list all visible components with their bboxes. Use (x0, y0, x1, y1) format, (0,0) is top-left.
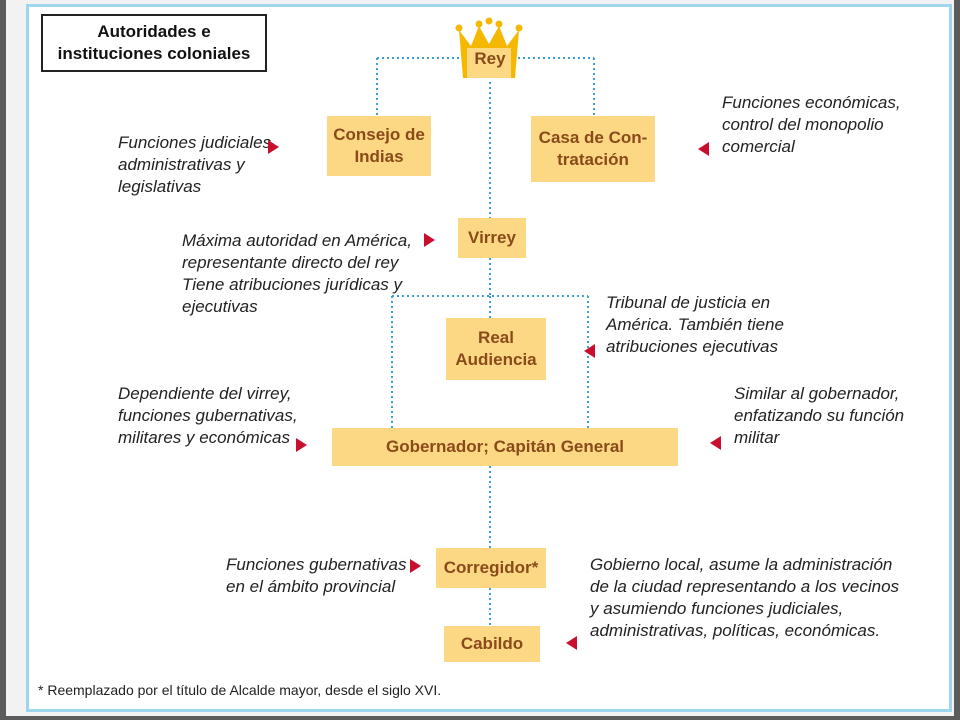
node-rey: Rey (474, 49, 506, 68)
arrow-gobernador-left (296, 438, 307, 452)
node-casa-de-contratacion: Casa de Con- tratación (531, 116, 655, 182)
footnote: * Reemplazado por el título de Alcalde m… (38, 682, 442, 698)
node-gobernador: Gobernador; Capitán General (332, 428, 678, 466)
node-consejo-de-indias: Consejo de Indias (327, 116, 431, 176)
desc-corregidor: Funciones gubernativas en el ámbito prov… (226, 555, 407, 596)
node-cabildo: Cabildo (444, 626, 540, 662)
desc-virrey: Máxima autoridad en América, representan… (182, 231, 412, 316)
arrow-virrey (424, 233, 435, 247)
desc-consejo: Funciones judiciales, administrativas y … (118, 133, 276, 196)
arrow-casa (698, 142, 709, 156)
diagram-title: Autoridades e instituciones coloniales (41, 14, 267, 72)
node-virrey: Virrey (458, 218, 526, 258)
desc-casa: Funciones económicas, control del monopo… (722, 93, 901, 156)
arrow-audiencia (584, 344, 595, 358)
crown-icon (455, 17, 523, 78)
desc-audiencia: Tribunal de justicia en América. También… (606, 293, 784, 356)
arrow-consejo (268, 140, 279, 154)
desc-gobernador-right: Similar al gobernador, enfatizando su fu… (734, 384, 905, 447)
arrow-gobernador-right (710, 436, 721, 450)
node-corregidor: Corregidor* (436, 548, 546, 588)
node-real-audiencia: Real Audiencia (446, 318, 546, 380)
arrow-cabildo (566, 636, 577, 650)
desc-gobernador-left: Dependiente del virrey, funciones gubern… (118, 384, 298, 447)
desc-cabildo: Gobierno local, asume la administración … (590, 555, 900, 640)
arrow-corregidor (410, 559, 421, 573)
